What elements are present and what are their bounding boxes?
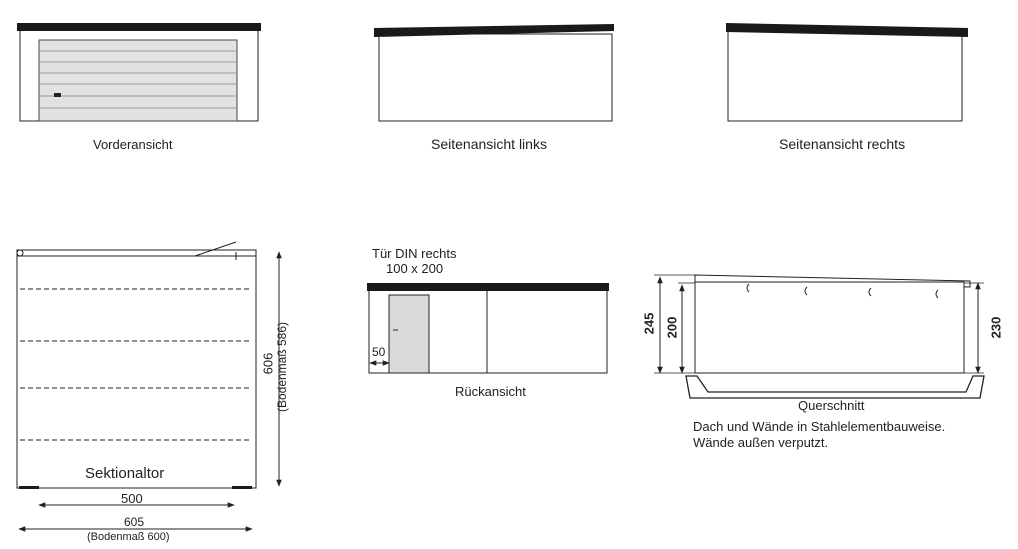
left-roof <box>374 24 614 37</box>
right-roof <box>726 23 968 37</box>
side-view-right <box>726 23 968 122</box>
construction-note-1: Dach und Wände in Stahlelementbauweise. <box>693 419 946 434</box>
garage-door <box>38 39 238 122</box>
right-wall <box>727 29 963 122</box>
left-view-caption: Seitenansicht links <box>431 136 547 152</box>
foundation <box>685 375 985 399</box>
width-605-label: 605 <box>124 515 145 529</box>
door-swing-line <box>194 241 237 257</box>
sectional-door-label: Sektionaltor <box>85 465 165 482</box>
floor-foot-left <box>19 486 39 489</box>
height-606-label: 606 <box>260 352 276 375</box>
cross-section <box>654 274 985 399</box>
right-view-caption: Seitenansicht rechts <box>779 136 906 152</box>
back-roof <box>367 283 609 291</box>
door-offset-label: 50 <box>372 345 386 359</box>
garage-door-panels <box>39 50 237 109</box>
front-view <box>17 23 261 122</box>
floor-plan <box>16 241 282 532</box>
dim-230-label: 230 <box>988 316 1004 339</box>
back-view <box>367 283 609 374</box>
side-view-left <box>374 24 614 122</box>
height-floor-label: (Bodenmaß 586) <box>275 321 290 413</box>
width-500-label: 500 <box>121 491 143 506</box>
left-wall <box>378 33 613 122</box>
width-floor-label: (Bodenmaß 600) <box>87 531 170 543</box>
roof-hooks <box>746 283 939 299</box>
section-caption: Querschnitt <box>798 398 865 413</box>
construction-note-2: Wände außen verputzt. <box>693 435 829 450</box>
section-walls <box>694 281 965 374</box>
back-view-caption: Rückansicht <box>455 384 526 399</box>
door-handle <box>54 93 61 97</box>
floor-foot-right <box>232 486 252 489</box>
front-roof <box>17 23 261 31</box>
track-pulley <box>16 249 24 257</box>
front-view-caption: Vorderansicht <box>93 137 173 152</box>
rear-door <box>388 294 430 374</box>
door-panel-lines <box>20 288 252 441</box>
dim-200-label: 200 <box>664 316 680 339</box>
dim-245-label: 245 <box>641 312 657 335</box>
rear-door-label: Tür DIN rechts <box>372 246 457 261</box>
floor-outline <box>16 249 257 489</box>
rear-door-size: 100 x 200 <box>386 261 444 276</box>
